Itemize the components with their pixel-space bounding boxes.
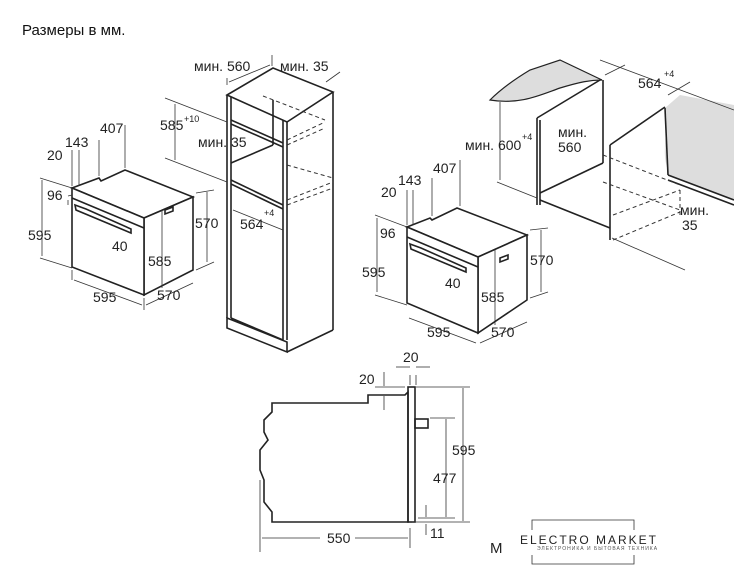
dim-20: 20	[381, 184, 397, 200]
dim-min-560-label: мин.	[558, 124, 587, 140]
dim-min-600-tolerance: +4	[522, 132, 532, 142]
electro-market-watermark: M ELECTRO MARKET ЭЛЕКТРОНИКА И БЫТОВАЯ Т…	[490, 519, 658, 565]
dim-564: 564	[638, 75, 662, 91]
dim-96: 96	[380, 225, 396, 241]
dim-595-height: 595	[362, 264, 386, 280]
dim-477: 477	[433, 470, 457, 486]
base-cabinet: мин. 600 +4 мин. 560 564 +4 мин. 35	[465, 59, 734, 271]
dim-564: 564	[240, 216, 264, 232]
dim-407: 407	[433, 160, 457, 176]
dim-595-width: 595	[427, 324, 451, 340]
dim-595-width: 595	[93, 289, 117, 305]
dim-570-depth: 570	[157, 287, 181, 303]
dim-570-height: 570	[530, 252, 554, 268]
watermark-brand: ELECTRO MARKET	[520, 533, 658, 547]
dim-40: 40	[445, 275, 461, 291]
dim-595: 595	[452, 442, 476, 458]
oven-side-view: 20 20 595 477 11 550	[259, 349, 476, 552]
oven-isometric-right: 407 143 20 96 595 40 585 570 595 570	[362, 160, 554, 344]
dim-564-tolerance: +4	[664, 69, 674, 79]
dim-min-600: мин. 600	[465, 137, 522, 153]
dim-570-height: 570	[195, 215, 219, 231]
dim-min-35-middle: мин. 35	[198, 134, 247, 150]
dim-585: 585	[160, 117, 184, 133]
dim-570-depth: 570	[491, 324, 515, 340]
dim-40: 40	[112, 238, 128, 254]
watermark-subtitle: ЭЛЕКТРОНИКА И БЫТОВАЯ ТЕХНИКА	[537, 546, 658, 552]
dim-143: 143	[398, 172, 422, 188]
dim-min-35-value: 35	[682, 217, 698, 233]
dim-585: 585	[148, 253, 172, 269]
dim-20-top: 20	[403, 349, 419, 365]
dim-11: 11	[430, 525, 445, 541]
oven-isometric-left: 407 143 20 96 595 40 585 570 595 570	[28, 120, 219, 310]
dim-595-height: 595	[28, 227, 52, 243]
dim-585: 585	[481, 289, 505, 305]
dim-20: 20	[47, 147, 63, 163]
dim-min-35-top: мин. 35	[280, 58, 329, 74]
tall-cabinet: мин. 560 мин. 35 585 +10 мин. 35 564 +4	[160, 55, 341, 354]
dim-550: 550	[327, 530, 351, 546]
dim-585-tolerance: +10	[184, 114, 199, 124]
dim-564-tolerance: +4	[264, 208, 274, 218]
dim-20-left: 20	[359, 371, 375, 387]
dim-min-35-label: мин.	[680, 202, 709, 218]
page-title: Размеры в мм.	[22, 22, 126, 39]
dim-min-560: мин. 560	[194, 58, 251, 74]
dim-min-560-value: 560	[558, 139, 582, 155]
dim-143: 143	[65, 134, 89, 150]
dim-407: 407	[100, 120, 124, 136]
dim-96: 96	[47, 187, 63, 203]
watermark-letter: M	[490, 540, 503, 557]
